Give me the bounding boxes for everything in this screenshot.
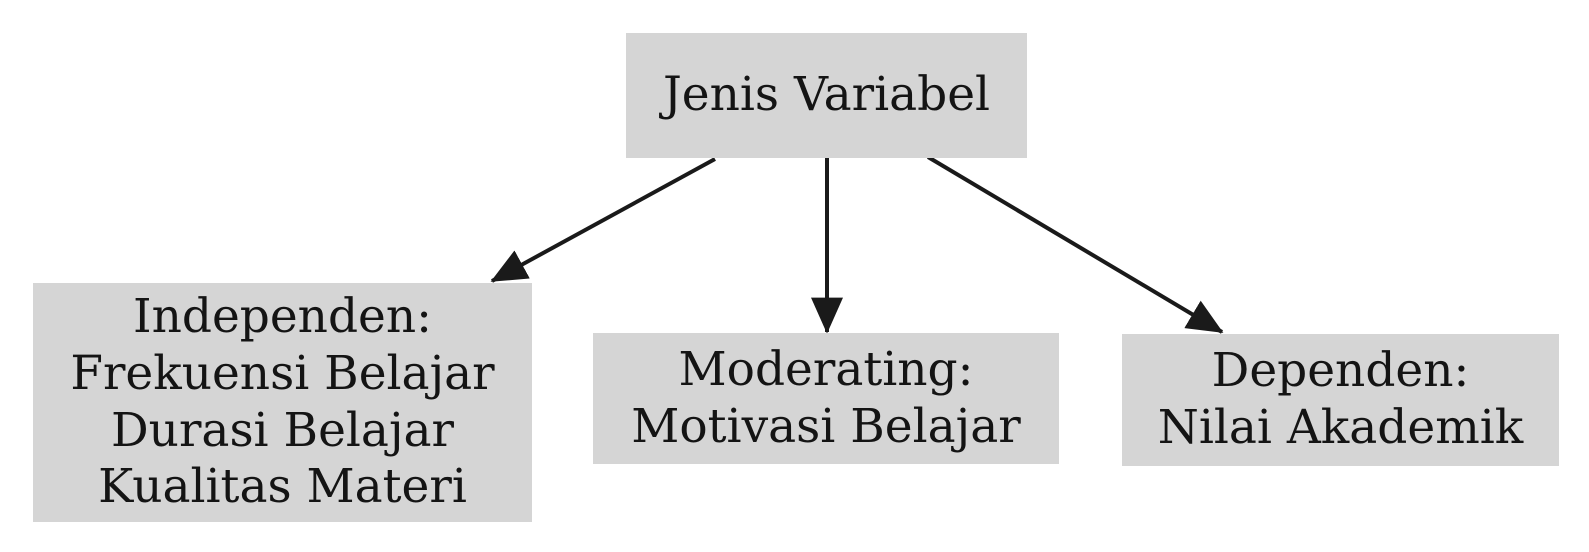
node-moderating: Moderating: Motivasi Belajar [593, 333, 1059, 464]
node-independen-line: Frekuensi Belajar [70, 345, 495, 401]
edge-root-to-dependen [926, 155, 1224, 334]
node-moderating-line: Motivasi Belajar [631, 398, 1021, 454]
node-independen-title: Independen: [133, 288, 432, 344]
node-independen: Independen: Frekuensi Belajar Durasi Bel… [33, 283, 532, 522]
node-dependen-title: Dependen: [1211, 343, 1470, 399]
node-independen-line: Kualitas Materi [98, 459, 467, 515]
node-jenis-variabel: Jenis Variabel [626, 33, 1027, 158]
edge-root-to-independen [490, 157, 716, 283]
node-independen-line: Durasi Belajar [111, 402, 454, 458]
node-jenis-variabel-label: Jenis Variabel [662, 67, 991, 123]
node-dependen-line: Nilai Akademik [1157, 400, 1524, 455]
node-dependen: Dependen: Nilai Akademik [1122, 334, 1559, 466]
node-moderating-title: Moderating: [678, 341, 974, 397]
